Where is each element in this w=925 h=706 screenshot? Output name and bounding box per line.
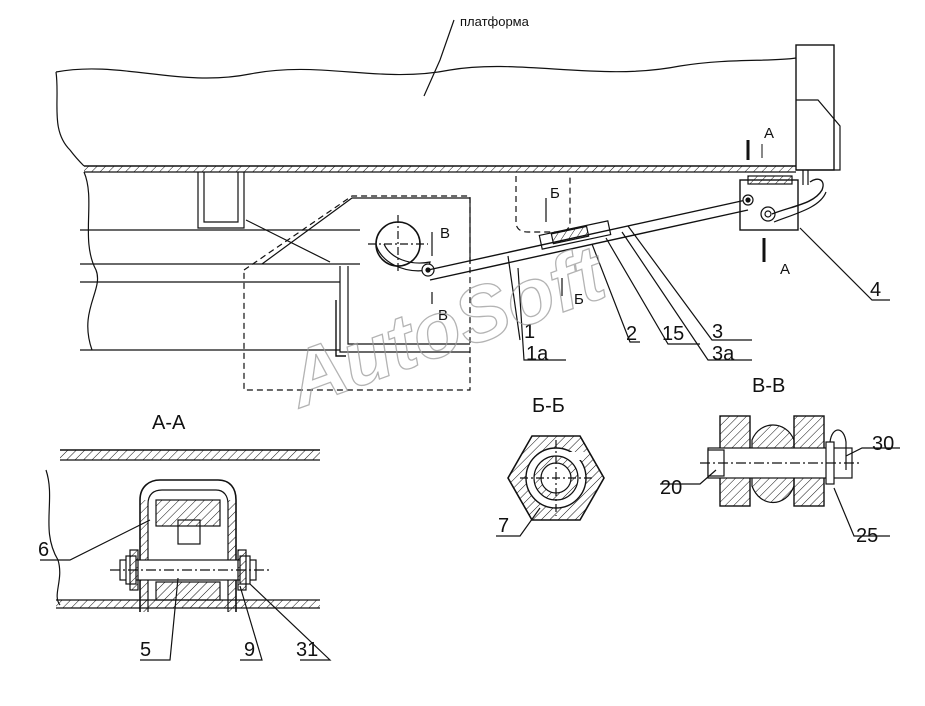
part-number-30: 30 (872, 433, 894, 455)
cut-mark-b-bottom: Б (574, 291, 584, 308)
part-number-31: 31 (296, 639, 318, 661)
part-number-9: 9 (244, 639, 255, 661)
part-number-25: 25 (856, 525, 878, 547)
section-bb-view (496, 435, 605, 537)
section-aa-view (40, 449, 332, 661)
part-number-15: 15 (662, 323, 684, 345)
part-number-4: 4 (870, 279, 881, 301)
section-title-bb: Б-Б (532, 395, 565, 417)
part-number-1a: 1а (526, 343, 549, 365)
part-number-3: 3 (712, 321, 723, 343)
part-number-1: 1 (524, 321, 535, 343)
cut-mark-a-top: А (764, 125, 774, 142)
section-title-vv: В-В (752, 375, 785, 397)
platform-outline (55, 57, 797, 167)
cut-mark-v-top: В (440, 225, 450, 242)
cut-mark-a-bottom: А (780, 261, 790, 278)
part-number-6: 6 (38, 539, 49, 561)
part-number-2: 2 (626, 323, 637, 345)
cut-mark-v-bottom: В (438, 307, 448, 324)
part-number-3a: 3а (712, 343, 735, 365)
main-assembly-view (55, 19, 890, 391)
cut-mark-b-top: Б (550, 185, 560, 202)
watermark: AutoSoft (274, 228, 618, 425)
part-number-7: 7 (498, 515, 509, 537)
part-number-5: 5 (140, 639, 151, 661)
platform-caption: платформа (460, 14, 530, 29)
section-title-aa: А-А (152, 412, 186, 434)
section-vv-view (660, 415, 900, 537)
part-number-20: 20 (660, 477, 682, 499)
